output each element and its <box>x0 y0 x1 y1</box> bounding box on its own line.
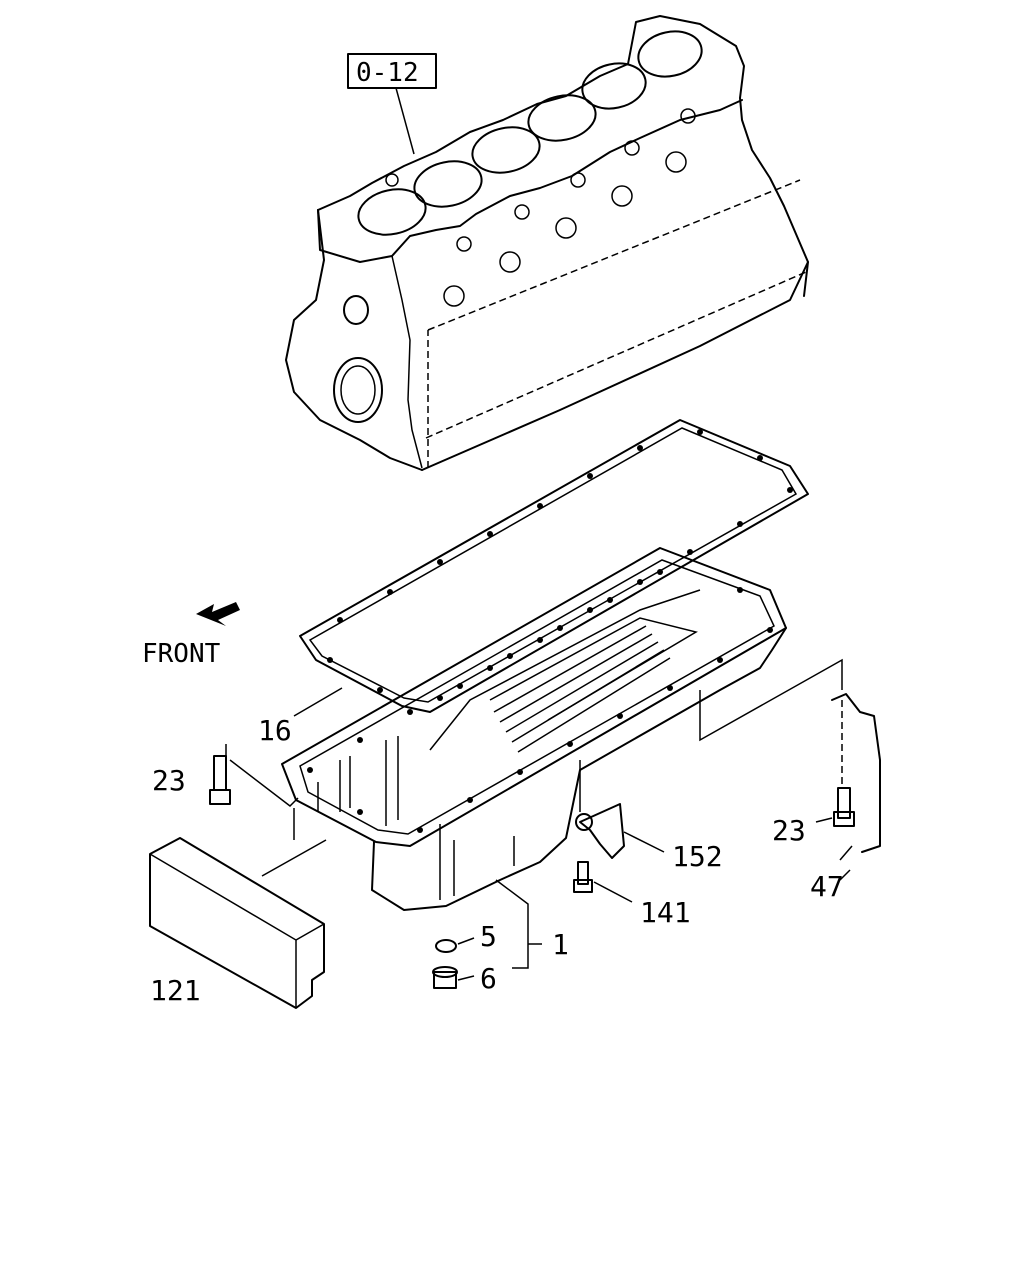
drain-washer <box>435 937 475 953</box>
oil-pan <box>281 547 843 969</box>
callout-47: 47 <box>810 870 844 903</box>
reference-box <box>347 53 437 155</box>
bolt-right <box>815 700 855 827</box>
insulator <box>149 837 327 1009</box>
callout-23-left: 23 <box>152 764 186 797</box>
drain-plug <box>432 966 475 989</box>
callout-1: 1 <box>552 928 569 961</box>
bracket-bolt <box>573 861 633 903</box>
callout-5: 5 <box>480 920 497 953</box>
callout-141: 141 <box>640 896 691 929</box>
callout-16: 16 <box>258 714 292 747</box>
oil-tube <box>831 693 881 881</box>
bracket <box>575 760 665 859</box>
front-arrow-icon <box>196 602 240 626</box>
engine-block <box>285 15 809 471</box>
front-label: FRONT <box>142 639 221 669</box>
callout-152: 152 <box>672 840 723 873</box>
callout-121: 121 <box>150 974 201 1007</box>
oil-pan-gasket <box>293 419 809 717</box>
reference-label: 0-12 <box>356 58 419 88</box>
bolt-left <box>209 744 299 840</box>
callout-6: 6 <box>480 962 497 995</box>
callout-23-right: 23 <box>772 814 806 847</box>
